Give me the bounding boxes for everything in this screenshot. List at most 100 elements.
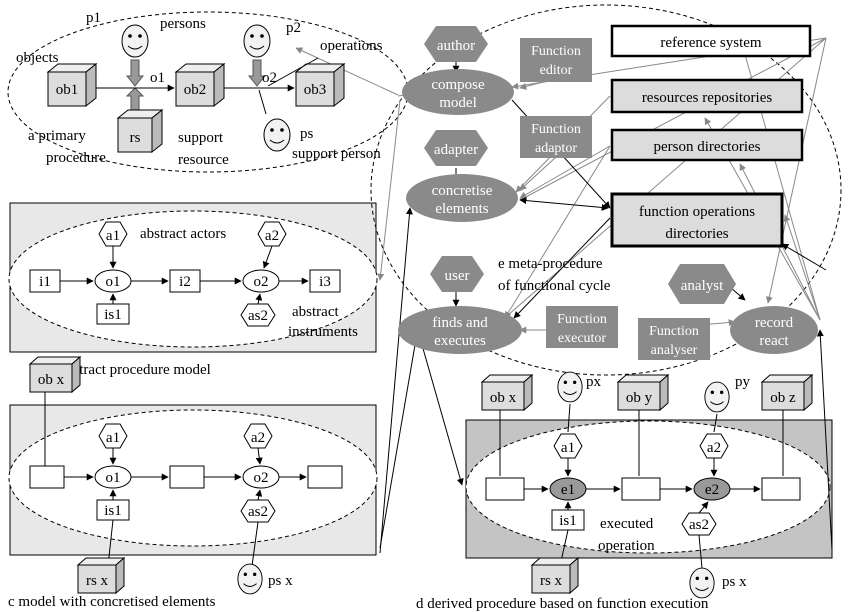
user-role: user [430,256,484,292]
concretised-caption: c model with concretised elements [8,594,216,610]
rs-cube: rs [116,108,164,154]
svg-text:editor: editor [540,63,573,78]
adapter-role: adapter [424,130,488,166]
derived-caption: d derived procedure based on function ex… [416,596,709,612]
svg-text:ob y: ob y [626,390,653,406]
resources-repositories-label: resources repositories [642,90,773,106]
svg-text:o1: o1 [106,470,121,486]
svg-text:rs x: rs x [86,573,109,589]
derived-procedure: ob x ob y ob z px py a1 a2 e1 e2 is1 [480,371,814,599]
svg-text:rs x: rs x [540,573,563,589]
p2-person-icon [243,24,271,58]
obz-cube-d: ob z [760,373,814,412]
svg-text:a1: a1 [106,228,120,244]
ellipse-e [370,4,842,376]
svg-text:Function: Function [531,122,581,137]
primary-caption: a primary [28,128,86,144]
svg-text:is1: is1 [559,513,577,529]
svg-text:py: py [735,374,751,390]
ob1-cube: ob1 [46,62,98,108]
py-person-icon [704,381,730,413]
ob3-cube: ob3 [294,62,346,108]
black-connectors [379,60,833,554]
o2-label: o2 [262,70,277,86]
svg-text:elements: elements [435,201,488,217]
person-directories-label: person directories [653,139,760,155]
svg-text:e1: e1 [561,482,575,498]
svg-text:analyst: analyst [681,278,724,294]
persons-label: persons [160,16,206,32]
svg-text:a2: a2 [265,228,279,244]
px-person-icon [557,371,583,403]
reference-system-box: reference system [610,24,812,58]
concretise-elements-node: concretise elements [406,174,518,222]
support-resource-label: support [178,130,224,146]
svg-text:o1: o1 [106,274,121,290]
function-executor-box: Function executor [546,306,618,348]
svg-text:a2: a2 [707,440,721,456]
function-adaptor-box: Function adaptor [520,116,592,158]
ps-person-icon [263,118,291,152]
svg-text:adaptor: adaptor [535,141,577,156]
svg-text:o2: o2 [254,274,269,290]
svg-text:ob x: ob x [490,390,517,406]
svg-text:react: react [759,333,789,349]
svg-text:a2: a2 [251,430,265,446]
p1-label: p1 [86,10,101,26]
svg-text:i2: i2 [179,274,191,290]
svg-text:author: author [437,38,475,54]
svg-text:a1: a1 [106,430,120,446]
primary-flow-arrows [96,57,319,115]
svg-text:operation: operation [598,538,655,554]
function-analyser-box: Function analyser [638,318,710,360]
svg-text:px: px [586,374,602,390]
svg-text:analyser: analyser [651,343,698,358]
meta-procedure-label-2: of functional cycle [498,278,611,294]
svg-text:abstract: abstract [292,304,339,320]
o1-label: o1 [150,70,165,86]
support-resource-label-2: resource [178,152,229,168]
psx-person-icon-c [237,563,263,595]
p1-person-icon [121,24,149,58]
abstract-model-caption: b abstract procedure model [48,362,211,378]
svg-text:executed: executed [600,516,654,532]
svg-text:ob1: ob1 [56,82,79,98]
svg-text:i1: i1 [39,274,51,290]
svg-text:Function: Function [649,324,699,339]
svg-text:user: user [445,268,470,284]
svg-text:is1: is1 [104,503,122,519]
svg-text:concretise: concretise [432,183,493,199]
person-directories-box: person directories [610,128,804,162]
finds-and-executes-node: finds and executes [398,306,522,354]
objects-label: objects [16,50,59,66]
svg-text:ps x: ps x [722,574,747,590]
resources-repositories-box: resources repositories [610,78,804,114]
primary-caption-2: procedure [46,150,106,166]
svg-text:as2: as2 [248,308,268,324]
compose-model-node: compose model [402,69,514,115]
reference-system-label: reference system [660,35,762,51]
svg-text:ob2: ob2 [184,82,207,98]
author-role: author [424,26,488,62]
svg-text:rs: rs [130,130,141,146]
function-editor-box: Function editor [520,38,592,82]
p2-label: p2 [286,20,301,36]
rsx-cube-d: rs x [530,556,580,595]
meta-procedure-label: e meta-procedure [498,256,603,272]
svg-text:model: model [439,95,477,111]
svg-text:abstract actors: abstract actors [140,226,226,242]
oby-cube-d: ob y [616,373,670,412]
analyst-role: analyst [668,264,736,304]
svg-text:ob3: ob3 [304,82,327,98]
support-person-label: support person [292,146,381,162]
function-operations-directories-box: function operations directories [610,192,784,248]
svg-text:o2: o2 [254,470,269,486]
psx-person-icon-d [689,567,715,599]
svg-text:compose: compose [431,77,485,93]
svg-text:is1: is1 [104,307,122,323]
person-to-operation-arrows [125,59,267,111]
svg-text:executor: executor [558,331,607,346]
svg-text:ob z: ob z [770,390,796,406]
svg-text:i3: i3 [319,274,331,290]
